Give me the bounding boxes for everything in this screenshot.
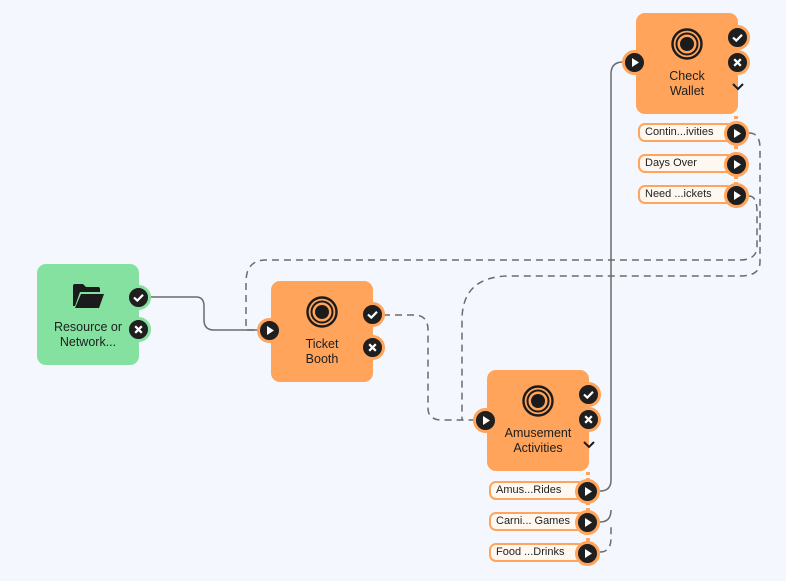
node-title: Resource or Network... [53,320,123,349]
input-port[interactable] [257,318,282,343]
check-icon [133,294,144,303]
close-icon [368,343,377,352]
output-port[interactable] [575,541,600,566]
play-icon [483,416,490,425]
node-title: Amusement Activities [504,426,572,455]
success-port[interactable] [725,25,750,50]
node-amusement-activities[interactable]: Amusement Activities [487,370,589,471]
edge-ticket-to-amusement [383,314,480,421]
edge-food-to-wallet [599,526,612,553]
output-port[interactable] [724,183,749,208]
check-icon [583,391,594,400]
target-icon [306,296,338,328]
play-icon [585,518,592,527]
output-row[interactable]: Food ...Drinks [489,543,585,562]
close-icon [134,325,143,334]
node-ticket-booth[interactable]: Ticket Booth [271,281,373,382]
edge-games-to-wallet [599,509,612,523]
folder-icon [73,284,104,308]
edge-amusement-to-wallet [599,61,628,492]
edge-continue-to-amusement [461,132,761,420]
input-port[interactable] [622,50,647,75]
output-port[interactable] [575,479,600,504]
node-title: Ticket Booth [305,337,339,366]
play-icon [632,58,639,67]
check-icon [367,311,378,320]
target-icon [522,385,554,417]
output-port[interactable] [724,121,749,146]
play-icon [267,326,274,335]
node-resource-or-network[interactable]: Resource or Network... [37,264,139,365]
node-title: Check Wallet [669,69,705,98]
chevron-down-icon[interactable] [731,82,745,92]
close-icon [584,415,593,424]
output-row[interactable]: Contin...ivities [638,123,734,142]
play-icon [734,160,741,169]
check-icon [732,34,743,43]
play-icon [734,191,741,200]
output-row[interactable]: Days Over [638,154,734,173]
play-icon [585,487,592,496]
output-port[interactable] [575,510,600,535]
input-port[interactable] [473,408,498,433]
edge-resource-to-ticket [150,296,262,331]
close-icon [733,58,742,67]
success-port[interactable] [576,382,601,407]
chevron-down-icon[interactable] [582,440,596,450]
success-port[interactable] [126,285,151,310]
target-icon [671,28,703,60]
play-icon [585,549,592,558]
output-port[interactable] [724,152,749,177]
failure-port[interactable] [360,335,385,360]
output-row[interactable]: Amus...Rides [489,481,585,500]
failure-port[interactable] [126,317,151,342]
node-check-wallet[interactable]: Check Wallet [636,13,738,114]
output-row[interactable]: Carni... Games [489,512,585,531]
play-icon [734,129,741,138]
output-row[interactable]: Need ...ickets [638,185,734,204]
failure-port[interactable] [725,50,750,75]
failure-port[interactable] [576,407,601,432]
success-port[interactable] [360,302,385,327]
